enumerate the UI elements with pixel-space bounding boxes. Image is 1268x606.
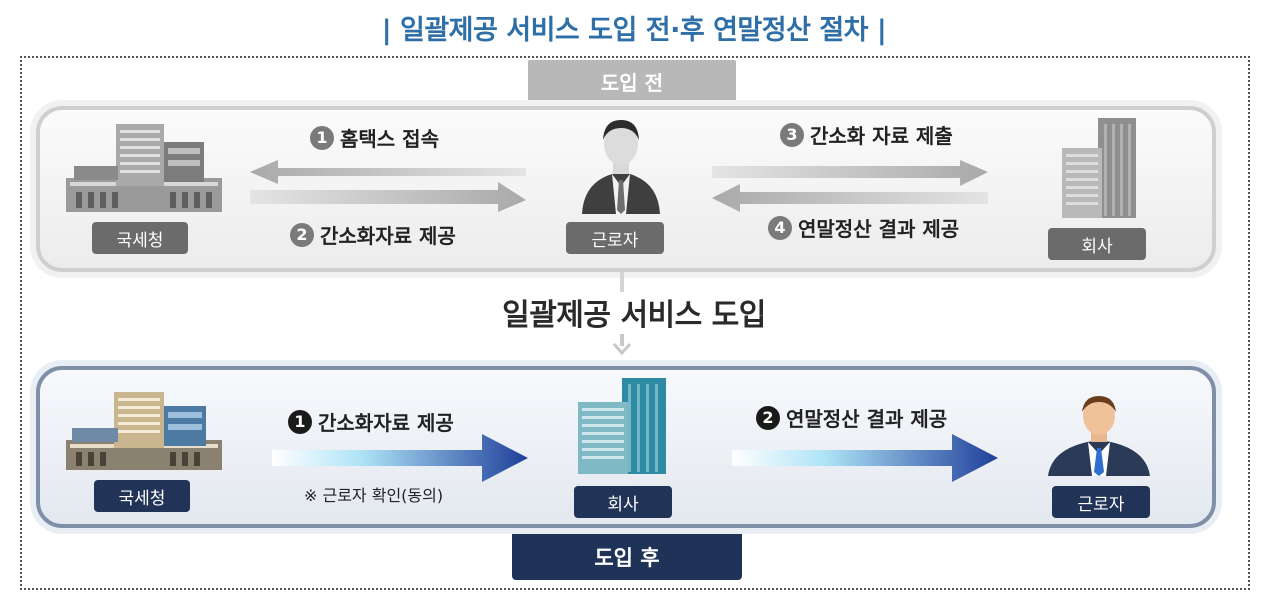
company-building-icon (578, 378, 666, 474)
step-number-badge: 2 (290, 222, 314, 247)
step-number-badge: 1 (288, 409, 312, 434)
worker-icon (1048, 396, 1150, 476)
step-number-badge: 2 (756, 405, 780, 430)
before-arrows-left (250, 160, 526, 212)
before-step-3: 3 간소화 자료 제출 (780, 120, 953, 149)
step-number-badge: 1 (310, 125, 334, 150)
chevron-down-icon (612, 334, 632, 356)
after-arrow-2 (732, 434, 998, 482)
before-tab: 도입 전 (528, 60, 736, 102)
before-step-1: 1 홈택스 접속 (310, 123, 439, 152)
connector-line (620, 272, 624, 292)
nts-building-icon (66, 124, 222, 212)
dotted-frame (20, 56, 1250, 590)
before-step-2: 2 간소화자료 제공 (290, 220, 456, 249)
before-step-4: 4 연말정산 결과 제공 (768, 213, 959, 242)
after-step-2: 2 연말정산 결과 제공 (756, 403, 947, 432)
step-text: 연말정산 결과 제공 (798, 217, 960, 241)
step-text: 간소화자료 제공 (318, 411, 454, 435)
after-nts-label: 국세청 (94, 480, 190, 512)
transition-label: 일괄제공 서비스 도입 (502, 298, 766, 333)
step-text: 홈택스 접속 (340, 127, 439, 151)
after-arrow-1 (272, 434, 528, 482)
nts-building-icon (66, 392, 222, 470)
company-building-icon (1062, 118, 1136, 218)
page-title: | 일괄제공 서비스 도입 전·후 연말정산 절차 | (381, 15, 887, 46)
before-nts-label: 국세청 (92, 222, 188, 254)
step-text: 간소화 자료 제출 (810, 124, 953, 148)
after-step-1: 1 간소화자료 제공 (288, 407, 454, 436)
step-number-badge: 4 (768, 215, 792, 240)
after-company-label: 회사 (574, 486, 672, 518)
step-number-badge: 3 (780, 122, 804, 147)
step-text: 간소화자료 제공 (320, 224, 456, 248)
worker-icon (582, 120, 660, 214)
after-worker-label: 근로자 (1052, 486, 1150, 518)
before-worker-label: 근로자 (566, 222, 664, 254)
worker-consent-note: ※ 근로자 확인(동의) (304, 486, 444, 505)
before-company-label: 회사 (1048, 228, 1146, 260)
after-tab: 도입 후 (512, 534, 742, 580)
step-text: 연말정산 결과 제공 (786, 407, 948, 431)
before-arrows-right (712, 160, 988, 212)
